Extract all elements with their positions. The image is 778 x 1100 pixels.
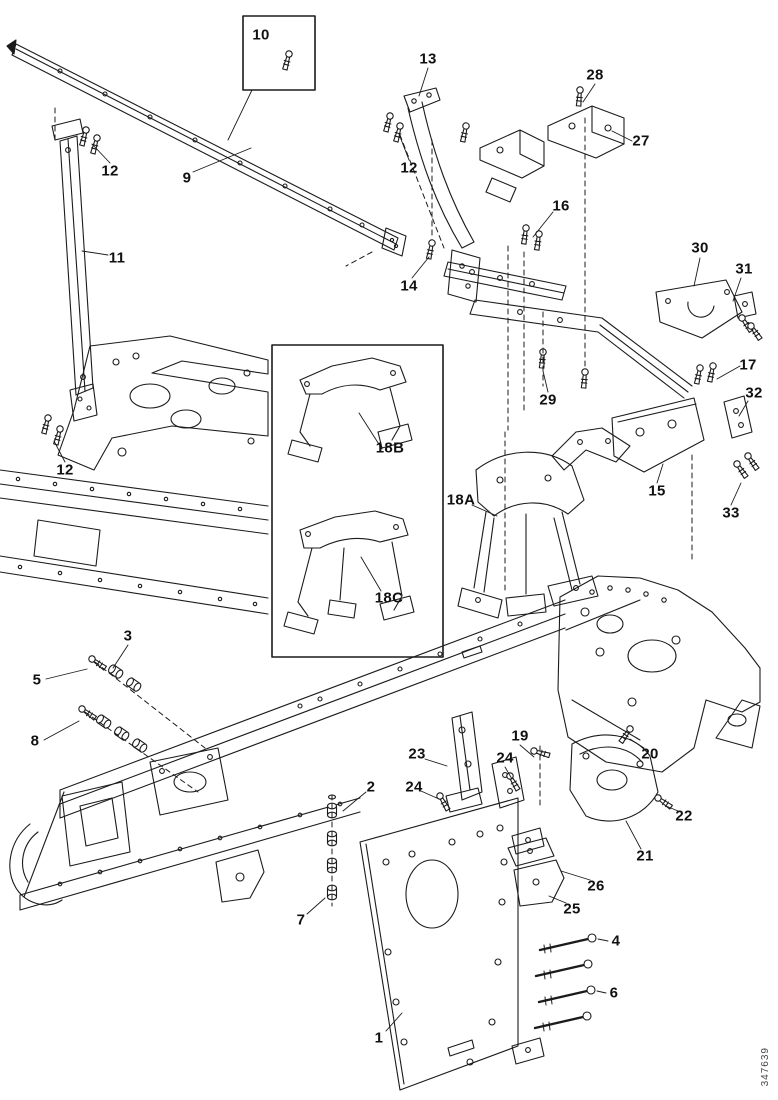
callout-32: 32: [745, 384, 763, 402]
callout-16: 16: [552, 197, 570, 215]
callout-30: 30: [691, 239, 709, 257]
main-rail: [9, 599, 566, 911]
drawing-number: 347639: [760, 1046, 771, 1086]
callout-31: 31: [735, 260, 753, 278]
callout-26: 26: [587, 877, 605, 895]
inset-detail-box: [271, 344, 444, 658]
callout-12: 12: [56, 461, 74, 479]
callout-27: 27: [632, 132, 650, 150]
callout-13: 13: [419, 50, 437, 68]
callout-11: 11: [108, 249, 126, 267]
callout-24: 24: [496, 749, 514, 767]
callout-12: 12: [101, 162, 119, 180]
bottom-plate: [359, 797, 545, 1091]
callout-7: 7: [296, 911, 306, 929]
leader-lines: [43, 67, 749, 1032]
callout-3: 3: [123, 627, 133, 645]
callout-6: 6: [609, 984, 619, 1002]
callout-box-10: [242, 15, 316, 91]
top-tube: [6, 39, 407, 257]
callout-25: 25: [563, 900, 581, 918]
alignment-dashes: [54, 107, 693, 907]
strap-11: [40, 118, 102, 446]
left-rails: [0, 469, 269, 615]
callout-19: 19: [511, 727, 529, 745]
bracket-18a: [457, 451, 599, 619]
callout-2: 2: [366, 778, 376, 796]
callout-21: 21: [636, 847, 654, 865]
lower-center-cluster: [435, 711, 674, 907]
right-frame-bracket: [557, 575, 761, 773]
callout-18b: 18B: [375, 439, 405, 457]
callout-23: 23: [408, 745, 426, 763]
callout-28: 28: [586, 66, 604, 84]
callout-29: 29: [539, 391, 557, 409]
callout-18a: 18A: [446, 491, 476, 509]
callout-12: 12: [400, 159, 418, 177]
callout-18c: 18C: [374, 589, 404, 607]
mount-bolts: [533, 933, 597, 1032]
callout-8: 8: [30, 732, 40, 750]
callout-24: 24: [405, 778, 423, 796]
callout-20: 20: [641, 745, 659, 763]
callout-15: 15: [648, 482, 666, 500]
callout-4: 4: [611, 932, 621, 950]
callout-22: 22: [675, 807, 693, 825]
callout-33: 33: [722, 504, 740, 522]
callout-5: 5: [32, 671, 42, 689]
callout-9: 9: [182, 169, 192, 187]
left-frame-horn: [57, 335, 269, 471]
callout-10: 10: [252, 26, 270, 44]
upper-right-assembly: [382, 85, 764, 480]
spacer-hardware: [76, 653, 338, 901]
callout-1: 1: [374, 1029, 384, 1047]
callout-14: 14: [400, 277, 418, 295]
callout-17: 17: [739, 356, 757, 374]
